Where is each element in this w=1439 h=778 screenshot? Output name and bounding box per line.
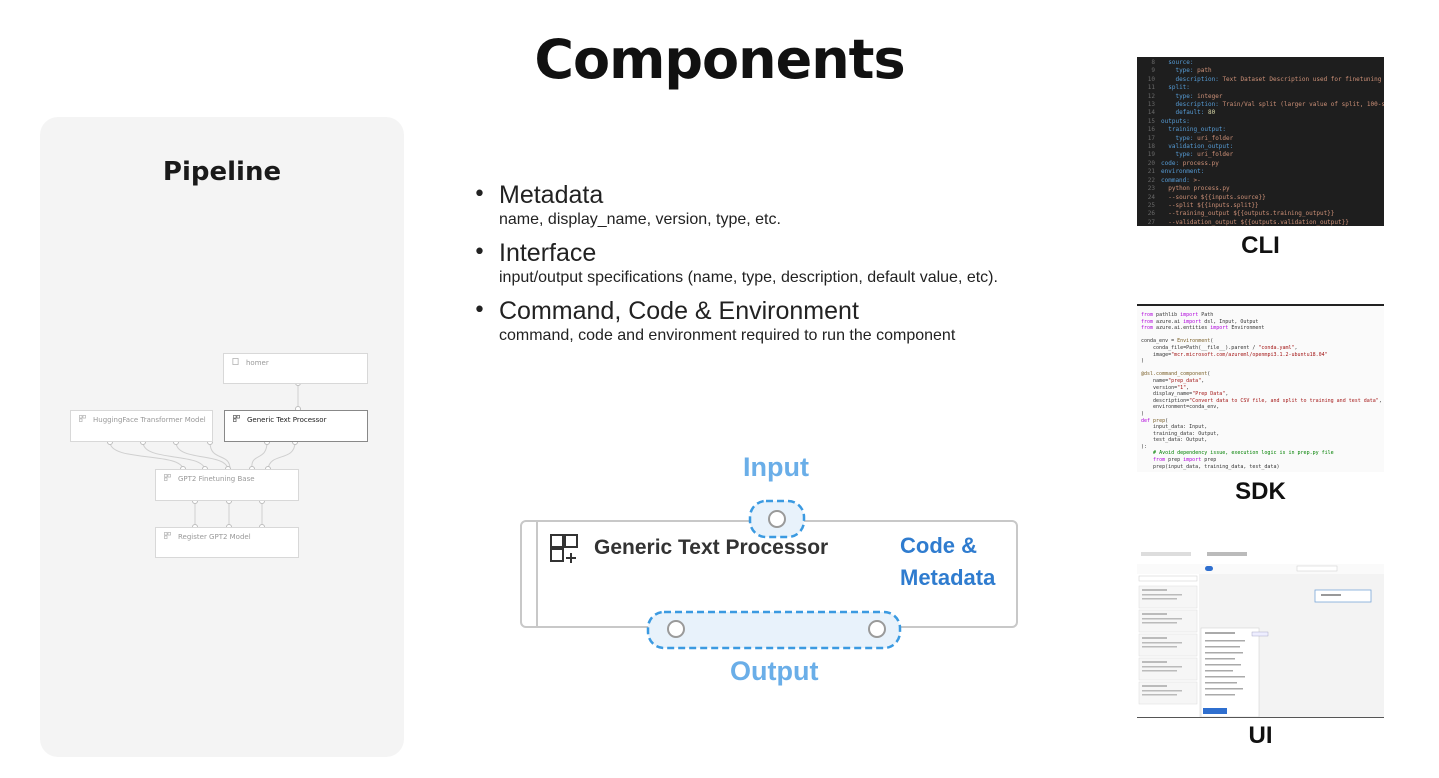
pipeline-node-hf-model[interactable]: HuggingFace Transformer Model <box>70 410 213 442</box>
ui-screenshot <box>1137 548 1384 718</box>
cli-screenshot: 8 source: 9 type: path 10 description: T… <box>1137 57 1384 226</box>
pipeline-node-text-processor[interactable]: Generic Text Processor <box>224 410 368 442</box>
component-name: Generic Text Processor <box>594 536 829 559</box>
bullet-heading: Interface <box>499 239 597 267</box>
node-label: homer <box>246 359 269 367</box>
page-title: Components <box>534 28 905 91</box>
list-item: • Metadata name, display_name, version, … <box>470 180 1090 230</box>
pipeline-node-register[interactable]: Register GPT2 Model <box>155 527 299 558</box>
bullet-subtext: name, display_name, version, type, etc. <box>499 211 781 228</box>
ui-mock-graphic <box>1137 548 1384 717</box>
node-label: HuggingFace Transformer Model <box>93 416 206 424</box>
code-meta-line: Code & <box>900 533 977 558</box>
component-icon <box>233 415 240 422</box>
pipeline-panel: Pipeline <box>40 117 404 757</box>
pipeline-node-homer[interactable]: homer <box>223 353 368 384</box>
code-meta-line: Metadata <box>900 565 996 590</box>
pipeline-node-gpt2-finetune[interactable]: GPT2 Finetuning Base <box>155 469 299 501</box>
sdk-label: SDK <box>1235 478 1286 505</box>
bullet-icon: • <box>473 298 486 323</box>
ui-label: UI <box>1248 722 1273 749</box>
dataset-icon <box>232 358 239 365</box>
list-item: • Command, Code & Environment command, c… <box>470 296 1090 346</box>
bullet-icon: • <box>473 182 486 207</box>
bullet-icon: • <box>473 240 486 265</box>
node-label: GPT2 Finetuning Base <box>178 475 255 483</box>
input-label: Input <box>743 452 809 482</box>
component-features-list: • Metadata name, display_name, version, … <box>470 180 1090 354</box>
bullet-subtext: input/output specifications (name, type,… <box>499 269 998 286</box>
node-label: Register GPT2 Model <box>178 533 251 541</box>
node-label: Generic Text Processor <box>247 416 327 424</box>
list-item: • Interface input/output specifications … <box>470 238 1090 288</box>
bullet-subtext: command, code and environment required t… <box>499 327 956 344</box>
code-metadata-label: Code & Metadata <box>900 530 995 594</box>
pipeline-title: Pipeline <box>162 157 282 187</box>
component-icon <box>164 474 171 481</box>
sdk-screenshot: from pathlib import Path from azure.ai i… <box>1137 304 1384 472</box>
bullet-heading: Metadata <box>499 181 604 209</box>
component-icon <box>79 415 86 422</box>
output-label: Output <box>730 656 819 686</box>
cli-label: CLI <box>1241 232 1280 259</box>
component-icon <box>164 532 171 539</box>
bullet-heading: Command, Code & Environment <box>499 297 859 325</box>
node-accent-bar <box>536 522 538 626</box>
